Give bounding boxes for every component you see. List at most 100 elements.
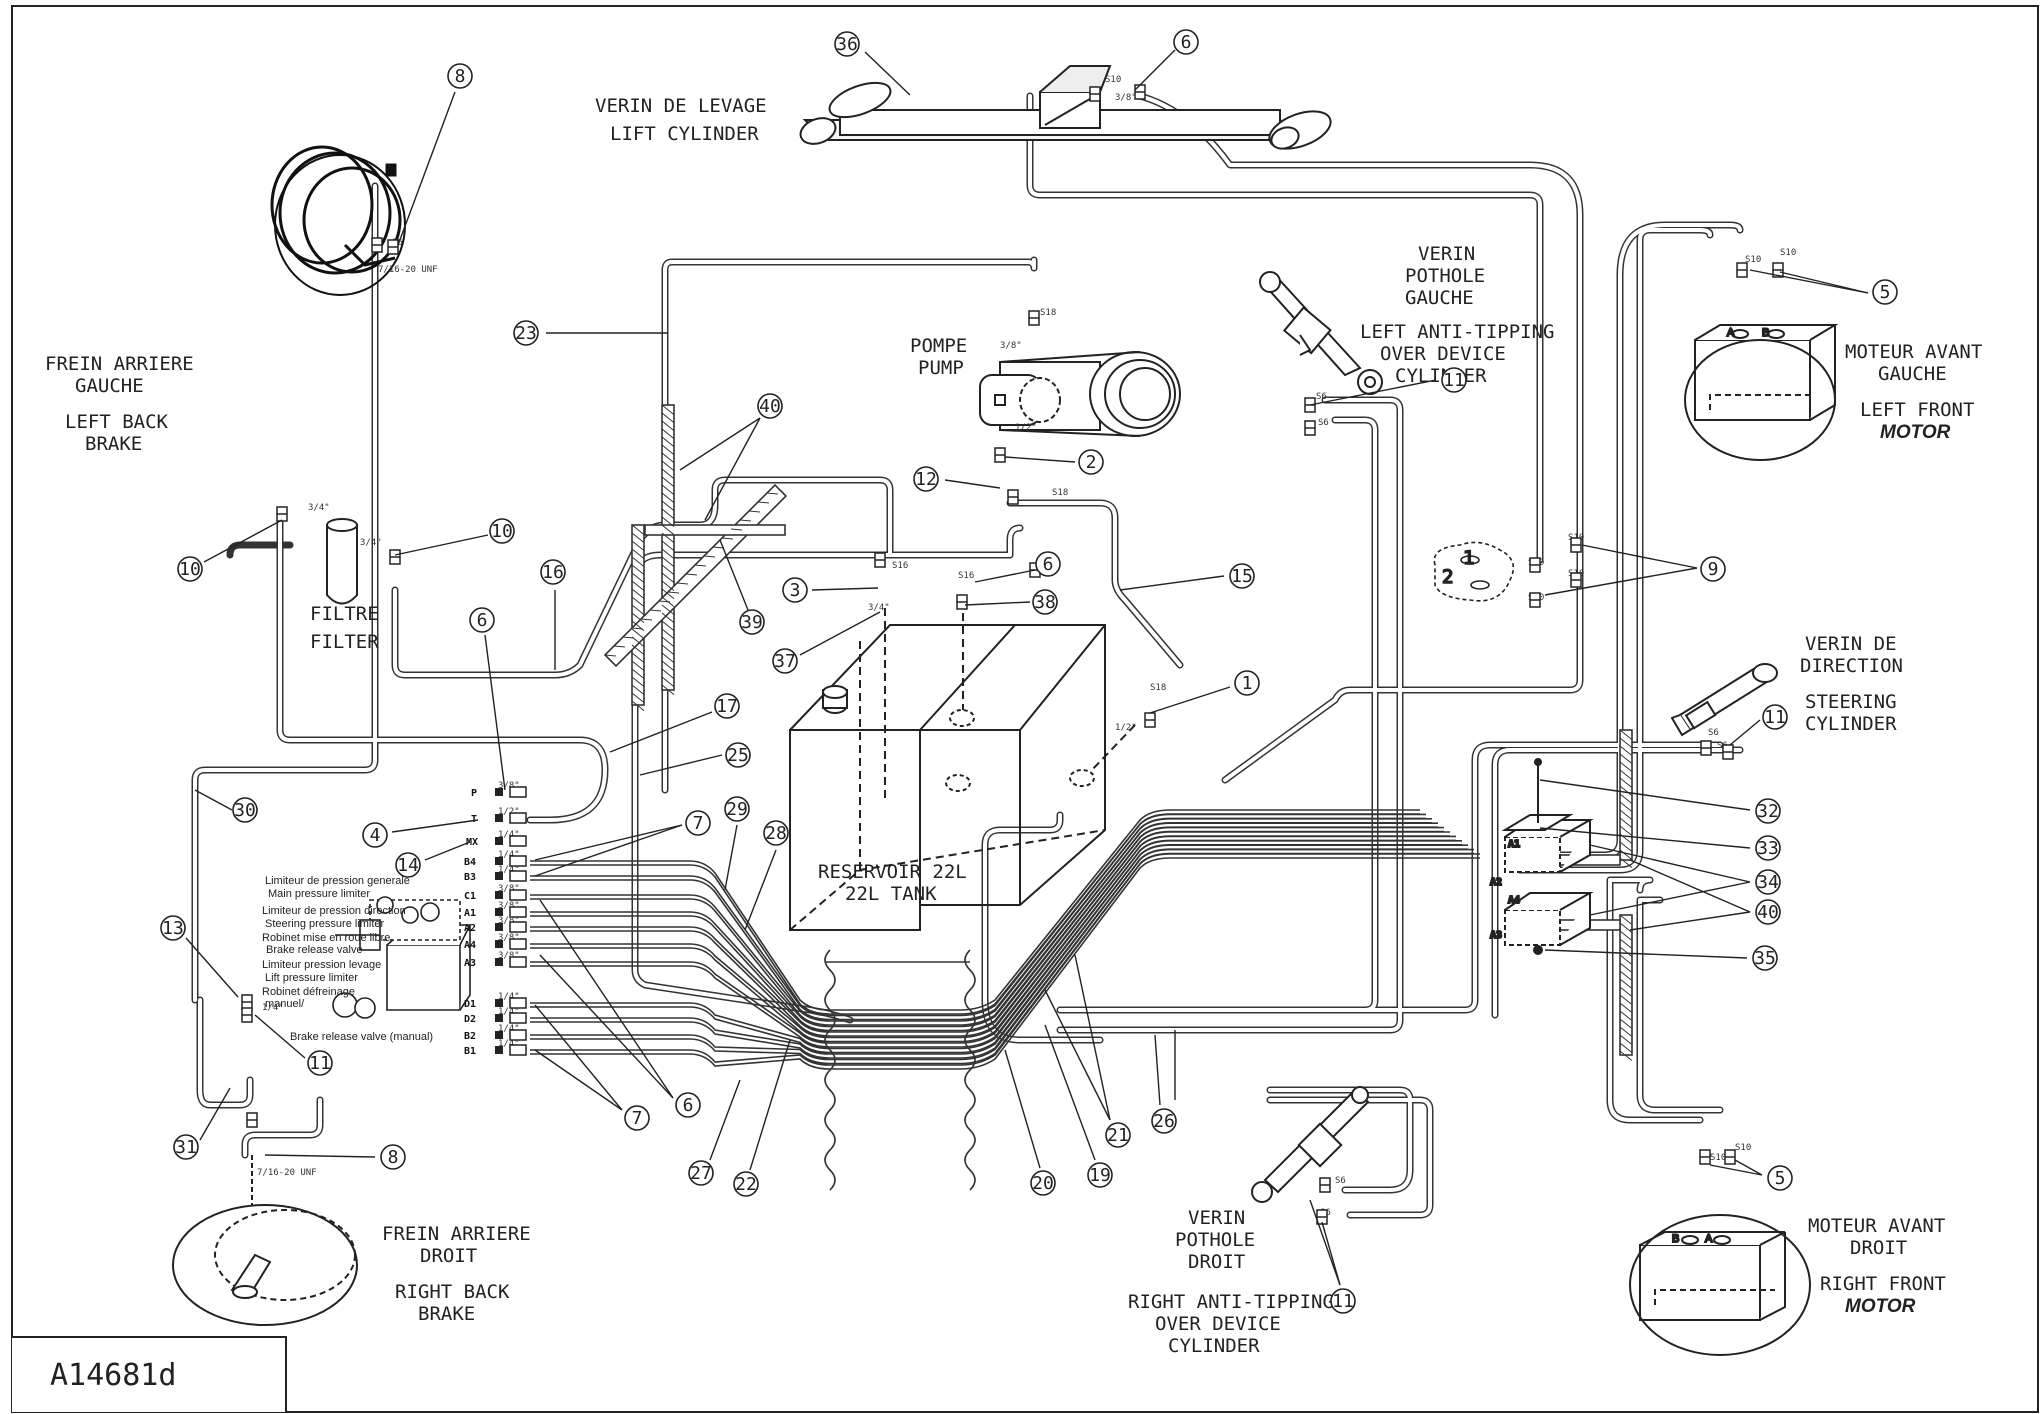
hatch-line (631, 628, 645, 639)
port-p-fitting (495, 788, 503, 796)
callout-1-bubble (1234, 670, 1260, 696)
callout-3: 3 (790, 580, 801, 601)
hatch-line (1619, 809, 1633, 820)
hatch-line (631, 604, 645, 615)
distribution-blocks: A1 A2 A4 A3 (1489, 758, 1594, 955)
callout-36: 36 (836, 34, 858, 55)
fitting-s16-b: S16 (958, 571, 974, 581)
callout-25: 25 (727, 745, 749, 766)
callout-5: 5 (1880, 282, 1891, 303)
hatch-line (1619, 801, 1633, 812)
port-a1-nut (509, 906, 527, 918)
port-d1-fitting (495, 999, 503, 1007)
fitting-unf-bottom: 7/16-20 UNF (257, 1168, 317, 1178)
callout-11-bubble (1330, 1288, 1356, 1314)
fitting-s10-e: S10 (1745, 255, 1761, 265)
rf-motor-port-a: A (1705, 1233, 1713, 1245)
port-a4-nut (509, 938, 527, 950)
callout-5: 5 (1775, 1168, 1786, 1189)
hatch-line (1619, 825, 1633, 836)
fitting-s10-h: S10 (1735, 1143, 1751, 1153)
port-b3-label: B3 (464, 872, 476, 883)
fitting-3-4-a: 3/4" (308, 503, 330, 513)
callout-leader (704, 417, 761, 521)
hatch-line (604, 654, 617, 657)
hatch-line (1619, 1018, 1633, 1029)
hatch-line (1619, 753, 1633, 764)
port-b2-nut (509, 1029, 527, 1041)
bundle-hose (530, 831, 1450, 1039)
port-t-size: 1/2" (498, 807, 520, 817)
hatch-line (661, 604, 675, 615)
hatch-line (667, 591, 680, 594)
hatch-line (631, 596, 645, 607)
callout-leader (1119, 575, 1225, 591)
port-b3-size: 1/4" (498, 865, 520, 875)
label-lift-fr: VERIN DE LEVAGE (595, 95, 767, 117)
hatch-line (661, 684, 675, 695)
callout-5-bubble (1872, 279, 1898, 305)
hose-bundle (530, 809, 1480, 1191)
hatch-line (631, 636, 645, 647)
port-p-label: P (471, 788, 477, 799)
callout-14: 14 (397, 855, 419, 876)
label-steer-3: STEERING (1805, 691, 1897, 713)
bundle-hose (530, 818, 1432, 1022)
label-pothole-l3: GAUCHE (1405, 287, 1474, 309)
hatch-line (661, 652, 675, 663)
hatch-line (661, 556, 675, 567)
valve-block (332, 896, 472, 1019)
point-1-label: 1 (1463, 547, 1474, 569)
valve-notes: Limiteur de pression generale Main press… (262, 875, 433, 1043)
hatch-line (1619, 922, 1633, 933)
bundle-hose (530, 809, 1420, 1011)
callout-leader (1004, 1049, 1041, 1169)
callout-11-bubble (1762, 704, 1788, 730)
port-a4-fitting (495, 940, 503, 948)
port-mx-label: MX (466, 837, 478, 848)
hatch-line (1619, 914, 1633, 925)
port-b2-size: 1/4" (498, 1024, 520, 1034)
callout-26: 26 (1153, 1111, 1175, 1132)
label-lb-brake-fr1: FREIN ARRIERE (45, 353, 194, 375)
fitting-s10-g: S10 (1710, 1153, 1726, 1163)
note-steering-limiter-en: Steering pressure limiter (265, 918, 385, 930)
port-a3-size: 3/8" (498, 951, 520, 961)
hatch-line (661, 660, 675, 671)
callout-21-bubble (1105, 1122, 1131, 1148)
hatch-line (631, 564, 645, 575)
label-lb-brake-en2: BRAKE (85, 433, 142, 455)
label-lf-motor-3: LEFT FRONT (1860, 399, 1974, 421)
hatch-line (1619, 769, 1633, 780)
hatch-line (661, 580, 675, 591)
callout-22-bubble (733, 1171, 759, 1197)
port-a4-size: 3/8" (498, 933, 520, 943)
fitting-1-2-pump: 1/2" (1015, 423, 1037, 433)
callout-20-bubble (1030, 1170, 1056, 1196)
port-b2-fitting (495, 1031, 503, 1039)
right-back-brake (172, 1155, 358, 1326)
callout-11: 11 (1443, 370, 1465, 391)
callout-9: 9 (1708, 559, 1719, 580)
hatch-line (661, 564, 675, 575)
hatch-line (1619, 1034, 1633, 1045)
hatch-line (661, 532, 675, 543)
port-mx-size: 1/4" (498, 830, 520, 840)
label-lf-motor-2: GAUCHE (1878, 363, 1947, 385)
port-b4-label: B4 (464, 857, 476, 868)
callout-leader (1589, 881, 1751, 916)
hatch-line (1619, 930, 1633, 941)
callout-13-bubble (160, 915, 186, 941)
port-b4-fitting (495, 857, 503, 865)
hatch-line (622, 636, 635, 639)
callout-10: 10 (179, 559, 201, 580)
note-lift-limiter-fr: Limiteur pression levage (262, 959, 381, 971)
callout-leader (1589, 844, 1751, 883)
callout-37: 37 (774, 651, 796, 672)
hatch-line (661, 444, 675, 455)
callout-31: 31 (175, 1137, 197, 1158)
port-t-label: T (471, 814, 477, 825)
callout-leader (397, 91, 456, 246)
hatch-line (631, 676, 645, 687)
